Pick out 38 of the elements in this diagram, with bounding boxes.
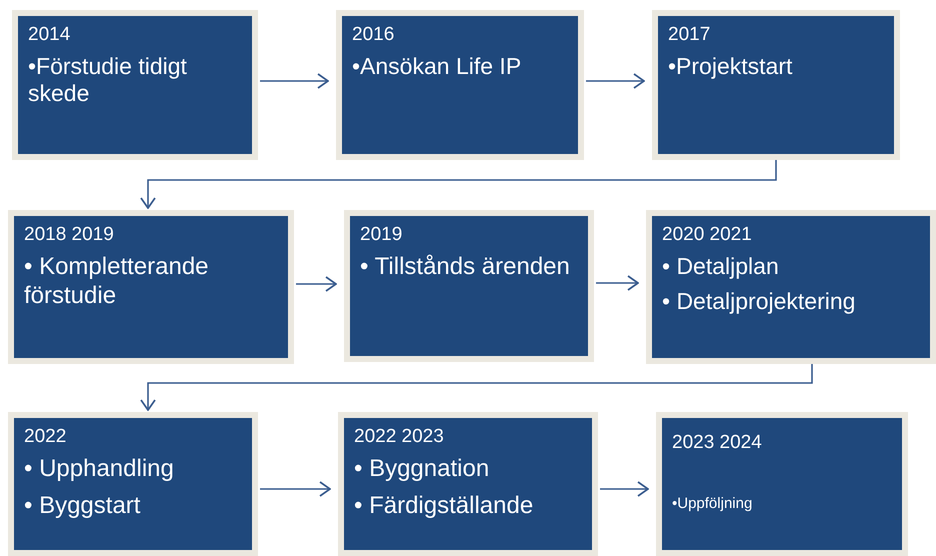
timeline-box (338, 412, 598, 556)
arrow (586, 73, 645, 89)
arrow (140, 364, 813, 411)
timeline-box (336, 10, 584, 160)
arrow (296, 276, 337, 292)
milestone-text: •Projektstart (668, 52, 794, 80)
arrow (260, 73, 329, 89)
year-label: 2023 2024 (672, 432, 763, 455)
milestone-text: • Kompletterande förstudie (24, 252, 210, 310)
milestone-text: •Uppföljning (672, 494, 754, 513)
year-label: 2014 (28, 24, 72, 47)
arrow (140, 160, 777, 209)
milestone-text: •Förstudie tidigt skede (28, 52, 188, 108)
milestone-text: •Ansökan Life IP (352, 52, 522, 80)
milestone-text: • Detaljprojektering (662, 288, 856, 316)
year-label: 2020 2021 (662, 224, 753, 247)
year-label: 2018 2019 (24, 224, 115, 247)
timeline-box (656, 412, 908, 556)
milestone-text: • Tillstånds ärenden (360, 252, 571, 282)
timeline-box (646, 210, 936, 364)
timeline-box (652, 10, 900, 160)
timeline-box (12, 10, 258, 160)
year-label: 2019 (360, 224, 404, 247)
timeline-box (344, 210, 594, 362)
milestone-text: • Byggstart (24, 492, 142, 520)
arrow (260, 481, 331, 497)
year-label: 2022 (24, 426, 68, 449)
milestone-text: • Upphandling (24, 454, 175, 484)
year-label: 2016 (352, 24, 396, 47)
milestone-text: • Detaljplan (662, 252, 780, 280)
timeline-box (8, 412, 258, 556)
milestone-text: • Byggnation (354, 454, 490, 484)
milestone-text: • Färdigställande (354, 492, 534, 520)
year-label: 2022 2023 (354, 426, 445, 449)
arrow (596, 275, 639, 291)
arrow (600, 481, 649, 497)
timeline-box (8, 210, 294, 364)
year-label: 2017 (668, 24, 712, 47)
